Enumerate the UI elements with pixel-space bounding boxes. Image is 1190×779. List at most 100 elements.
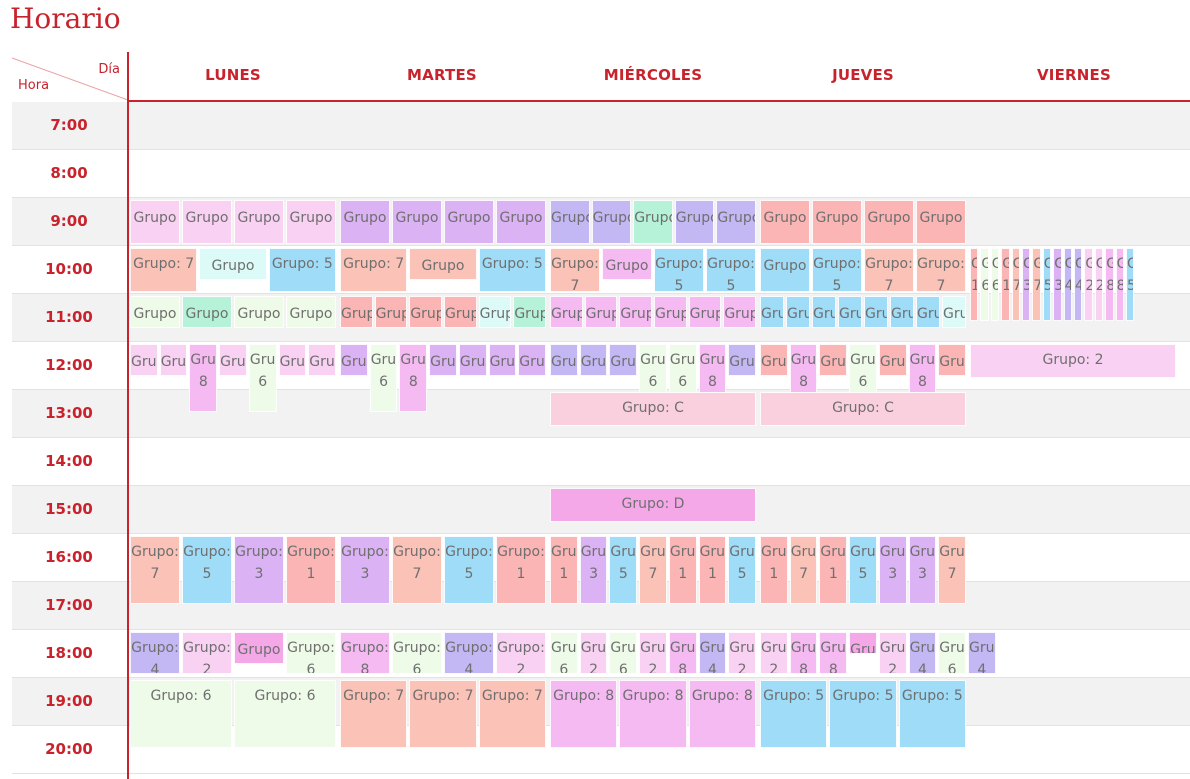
class-block[interactable]: Grupo: [609, 344, 638, 376]
class-block[interactable]: Grupo: [760, 296, 784, 328]
class-block[interactable]: Grupo: [550, 200, 590, 244]
class-block[interactable]: Grupo: [374, 296, 408, 328]
class-block[interactable]: Grupo: 7: [478, 680, 546, 748]
class-block[interactable]: Grupo: 6: [286, 632, 336, 674]
class-block[interactable]: Grupo: [674, 200, 715, 244]
class-block[interactable]: Grupo: 2: [760, 632, 788, 674]
class-block[interactable]: Grupo: [340, 296, 373, 328]
class-block[interactable]: Grupo: 7: [916, 248, 966, 292]
class-block[interactable]: Grupo: [760, 200, 810, 244]
class-block[interactable]: Grupo: 8: [668, 632, 697, 674]
class-block[interactable]: Grupo: [392, 200, 442, 244]
class-block[interactable]: Grupo: 3: [234, 536, 284, 604]
class-block[interactable]: Grupo: 5: [1126, 248, 1135, 321]
class-block[interactable]: Grupo: 8: [1115, 248, 1124, 321]
class-block[interactable]: Grupo: 8: [550, 680, 618, 748]
class-block[interactable]: Grupo: [550, 296, 583, 328]
class-block[interactable]: Grupo: [219, 344, 247, 376]
class-block[interactable]: Grupo: [849, 632, 877, 655]
class-block[interactable]: Grupo: C: [550, 392, 756, 427]
class-block[interactable]: Grupo: 5: [849, 536, 877, 604]
class-block[interactable]: Grupo: [444, 296, 477, 328]
class-block[interactable]: Grupo: 7: [639, 536, 667, 604]
class-block[interactable]: Grupo: [199, 248, 267, 280]
class-block[interactable]: Grupo: [234, 632, 284, 664]
class-block[interactable]: Grupo: 7: [1032, 248, 1041, 321]
class-block[interactable]: Grupo: [633, 200, 673, 244]
class-block[interactable]: Grupo: 7: [938, 536, 966, 604]
class-block[interactable]: Grupo: 5: [706, 248, 756, 292]
class-block[interactable]: Grupo: [458, 344, 487, 376]
class-block[interactable]: Grupo: 2: [496, 632, 546, 674]
class-block[interactable]: Grupo: [619, 296, 652, 328]
class-block[interactable]: Grupo: 2: [1084, 248, 1093, 321]
class-block[interactable]: Grupo: 8: [1105, 248, 1114, 321]
class-block[interactable]: Grupo: 2: [1094, 248, 1104, 321]
class-block[interactable]: Grupo: 1: [668, 536, 697, 604]
class-block[interactable]: Grupo: [496, 200, 546, 244]
class-block[interactable]: Grupo: [340, 200, 390, 244]
class-block[interactable]: Grupo: 7: [550, 248, 600, 292]
class-block[interactable]: Grupo: 8: [619, 680, 687, 748]
class-block[interactable]: Grupo: [916, 296, 940, 328]
class-block[interactable]: Grupo: [786, 296, 810, 328]
class-block[interactable]: Grupo: 5: [728, 536, 756, 604]
class-block[interactable]: Grupo: [716, 200, 756, 244]
class-block[interactable]: Grupo: [654, 296, 687, 328]
class-block[interactable]: Grupo: [812, 200, 862, 244]
class-block[interactable]: Grupo: [234, 200, 284, 244]
class-block[interactable]: Grupo: [591, 200, 632, 244]
class-block[interactable]: Grupo: [429, 344, 457, 376]
class-block[interactable]: Grupo: 3: [878, 536, 907, 604]
class-block[interactable]: Grupo: [916, 200, 966, 244]
class-block[interactable]: Grupo: 5: [812, 248, 862, 292]
class-block[interactable]: Grupo: 6: [234, 680, 336, 748]
class-block[interactable]: Grupo: [478, 296, 512, 328]
class-block[interactable]: Grupo: [518, 344, 546, 376]
class-block[interactable]: Grupo: 4: [1074, 248, 1083, 321]
class-block[interactable]: Grupo: [130, 200, 180, 244]
class-block[interactable]: Grupo: 4: [698, 632, 727, 674]
class-block[interactable]: Grupo: [159, 344, 188, 376]
class-block[interactable]: Grupo: [513, 296, 546, 328]
class-block[interactable]: Grupo: 4: [1063, 248, 1072, 321]
class-block[interactable]: Grupo: 8: [189, 344, 218, 412]
class-block[interactable]: Grupo: [579, 344, 608, 376]
class-block[interactable]: Grupo: 1: [970, 248, 979, 321]
class-block[interactable]: Grupo: 5: [268, 248, 336, 292]
class-block[interactable]: Grupo: [942, 296, 966, 328]
class-block[interactable]: Grupo: 7: [392, 536, 442, 604]
class-block[interactable]: Grupo: 5: [182, 536, 232, 604]
class-block[interactable]: Grupo: 4: [130, 632, 180, 674]
class-block[interactable]: Grupo: 5: [478, 248, 546, 292]
class-block[interactable]: Grupo: 7: [340, 248, 408, 292]
class-block[interactable]: Grupo: 2: [878, 632, 907, 674]
class-block[interactable]: Grupo: 5: [654, 248, 704, 292]
class-block[interactable]: Grupo: 6: [392, 632, 442, 674]
class-block[interactable]: Grupo: [728, 344, 756, 376]
class-block[interactable]: Grupo: [286, 296, 336, 328]
class-block[interactable]: Grupo: 2: [579, 632, 608, 674]
class-block[interactable]: Grupo: 3: [1022, 248, 1031, 321]
class-block[interactable]: Grupo: 6: [609, 632, 638, 674]
class-block[interactable]: Grupo: D: [550, 488, 756, 523]
class-block[interactable]: Grupo: 1: [286, 536, 336, 604]
class-block[interactable]: Grupo: 6: [550, 632, 578, 674]
class-block[interactable]: Grupo: 3: [908, 536, 937, 604]
class-block[interactable]: Grupo: [182, 296, 232, 328]
class-block[interactable]: Grupo: 1: [760, 536, 788, 604]
class-block[interactable]: Grupo: [864, 296, 888, 328]
class-block[interactable]: Grupo: [760, 344, 788, 376]
class-block[interactable]: Grupo: [130, 344, 158, 376]
class-block[interactable]: Grupo: [488, 344, 517, 376]
class-block[interactable]: Grupo: [286, 200, 336, 244]
class-block[interactable]: Grupo: [890, 296, 914, 328]
class-block[interactable]: Grupo: [688, 296, 722, 328]
class-block[interactable]: Grupo: 8: [789, 632, 818, 674]
class-block[interactable]: Grupo: 5: [898, 680, 966, 748]
class-block[interactable]: Grupo: [409, 296, 442, 328]
class-block[interactable]: Grupo: 5: [829, 680, 897, 748]
class-block[interactable]: Grupo: 7: [864, 248, 914, 292]
class-block[interactable]: Grupo: [812, 296, 836, 328]
class-block[interactable]: Grupo: 6: [938, 632, 966, 674]
